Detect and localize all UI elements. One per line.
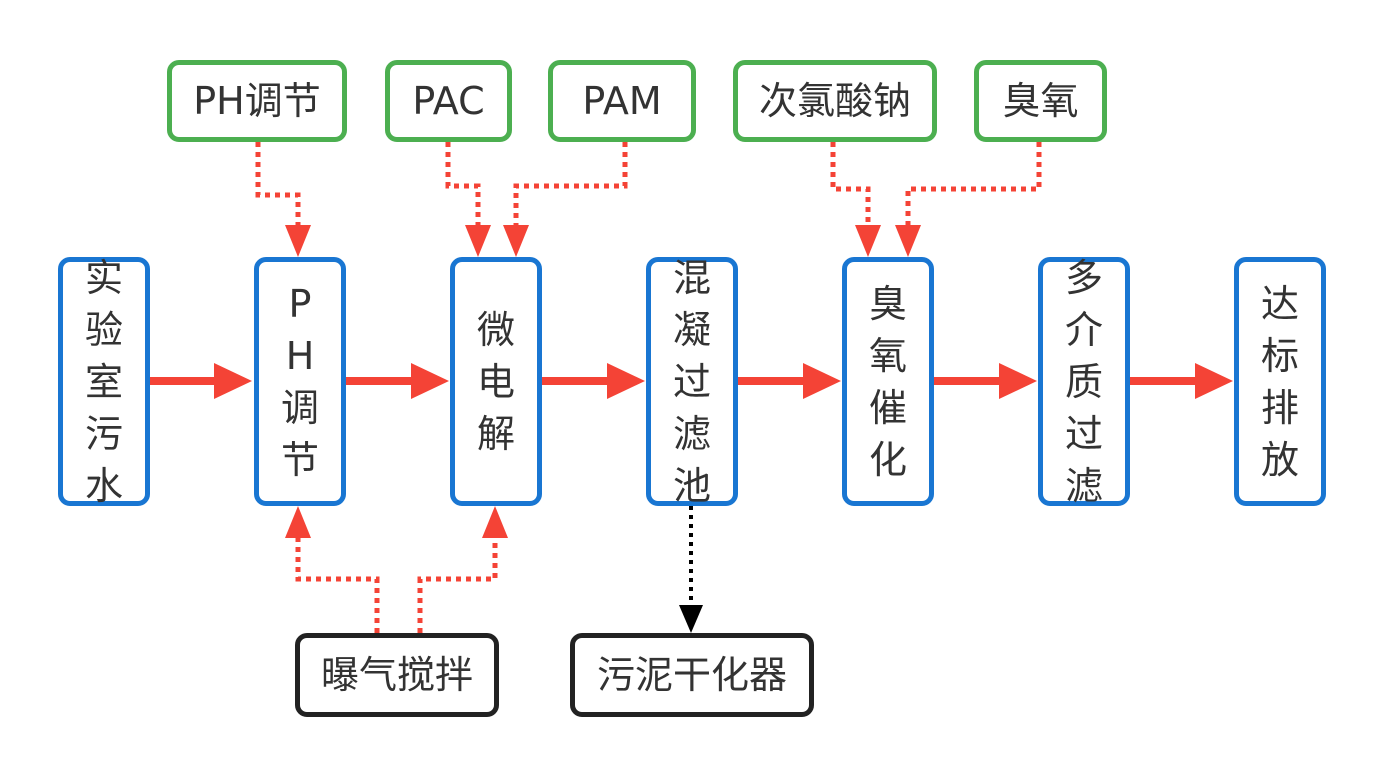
aux-label: 曝气搅拌 (320, 653, 473, 697)
arrow-pac-to-micro-electrolysis (445, 142, 491, 257)
process-box-coag-filter: 混凝过滤池 (646, 256, 738, 508)
process-box-wastewater: 实验室污水 (58, 256, 150, 508)
input-box-sodium-hypochlorite: 次氯酸钠 (733, 60, 937, 142)
process-label: 混凝过滤池 (673, 255, 712, 508)
process-label: 达标排放 (1261, 281, 1300, 482)
arrow-ph-input-to-ph-adjust (255, 142, 311, 257)
main-flow-arrows (150, 363, 1233, 399)
arrow-ozone-catalysis-to-multimedia-filter (934, 363, 1037, 399)
process-box-discharge: 达标排放 (1234, 257, 1326, 506)
input-box-ozone: 臭氧 (974, 60, 1107, 142)
input-box-pam: PAM (548, 60, 696, 142)
arrow-ph-adjust-to-micro-electrolysis (346, 363, 449, 399)
arrow-aeration-to-micro-electrolysis (417, 506, 508, 633)
arrow-naclo-to-ozone-catalysis (830, 142, 881, 257)
arrow-multimedia-filter-to-discharge (1130, 363, 1233, 399)
input-label: 次氯酸钠 (758, 79, 911, 123)
process-label: 微电解 (477, 307, 516, 456)
process-box-ph-adjust: PH调节 (254, 257, 346, 506)
input-label: 臭氧 (1002, 79, 1079, 123)
process-box-multimedia-filter: 多介质过滤 (1038, 256, 1130, 508)
process-box-micro-electrolysis: 微电解 (450, 257, 542, 506)
process-label: 实验室污水 (85, 255, 124, 508)
aux-box-sludge-dryer: 污泥干化器 (570, 633, 814, 717)
arrow-aeration-to-ph-adjust (285, 506, 380, 633)
input-label: PH调节 (193, 79, 321, 123)
arrow-pam-to-micro-electrolysis (503, 142, 628, 257)
input-label: PAM (582, 79, 662, 123)
process-label: PH调节 (281, 281, 320, 482)
input-label: PAC (412, 79, 485, 123)
input-box-ph-adjust: PH调节 (167, 60, 347, 142)
process-box-ozone-catalysis: 臭氧催化 (842, 257, 934, 506)
dosing-arrows (255, 142, 1042, 633)
arrow-ozone-input-to-ozone-catalysis (895, 142, 1042, 257)
process-label: 臭氧催化 (869, 281, 908, 482)
arrow-micro-electrolysis-to-coag-filter (542, 363, 645, 399)
input-box-pac: PAC (385, 60, 512, 142)
aux-box-aeration: 曝气搅拌 (295, 633, 499, 717)
process-label: 多介质过滤 (1065, 255, 1104, 508)
aux-label: 污泥干化器 (596, 653, 787, 697)
arrow-coag-filter-to-ozone-catalysis (738, 363, 841, 399)
arrow-wastewater-to-ph-adjust (150, 363, 252, 399)
arrow-coag-filter-to-sludge-dryer (679, 506, 703, 633)
